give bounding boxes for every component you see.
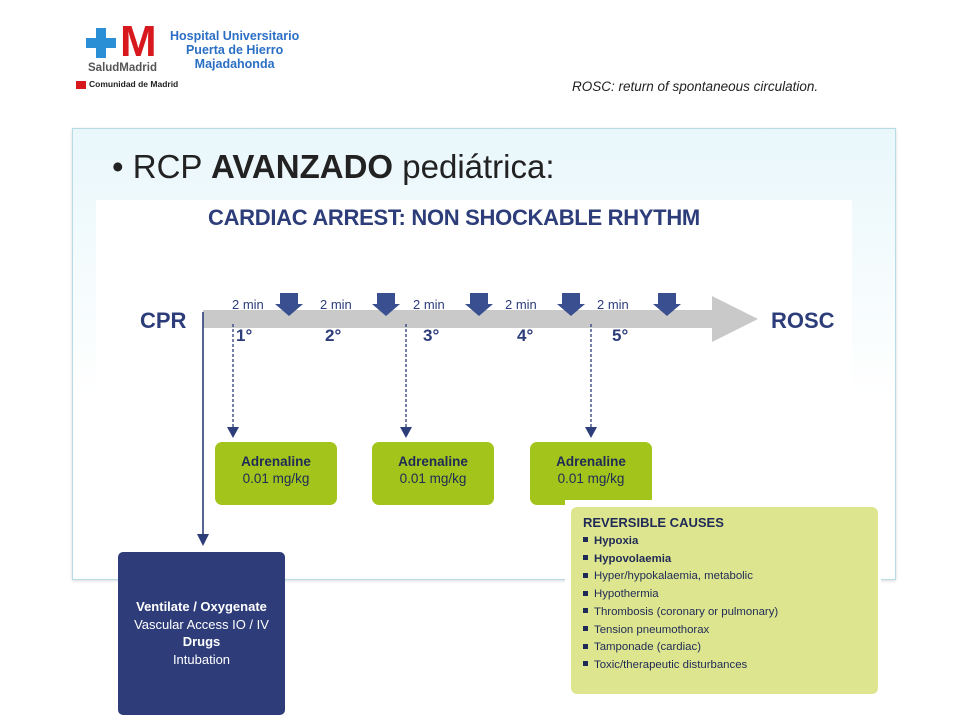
pulse-check-arrow-4 xyxy=(557,293,585,316)
adrenaline-arrowhead-2 xyxy=(400,427,412,438)
timeline-arrowhead xyxy=(712,296,758,342)
cycle-label: 4° xyxy=(517,326,534,345)
adrenaline-title: Adrenaline xyxy=(398,454,468,469)
adrenaline-dose: 0.01 mg/kg xyxy=(242,471,310,486)
bullet-square-icon xyxy=(583,590,588,596)
region-flag-icon xyxy=(76,81,86,89)
interval-label: 2 min xyxy=(597,297,629,312)
support-line3: Drugs xyxy=(182,634,221,649)
cause-text: Thrombosis (coronary or pulmonary) xyxy=(594,605,779,618)
pulse-check-arrow-5 xyxy=(653,293,681,316)
madrid-m-icon: M xyxy=(120,17,157,66)
adrenaline-arrowhead-1 xyxy=(227,427,239,438)
cause-item: Toxic/therapeutic disturbances xyxy=(583,657,866,675)
rosc-label: ROSC xyxy=(771,308,835,333)
hospital-logo: M SaludMadrid Comunidad de Madrid Hospit… xyxy=(74,20,324,94)
cross-icon xyxy=(86,28,116,58)
bullet-square-icon xyxy=(583,661,588,667)
support-line4: Intubation xyxy=(172,652,231,667)
hospital-name-line1: Hospital Universitario xyxy=(170,29,300,43)
cycle-label: 1° xyxy=(236,326,253,345)
cause-text: Toxic/therapeutic disturbances xyxy=(594,658,748,671)
cause-item: Tamponade (cardiac) xyxy=(583,639,866,657)
cause-text: Tension pneumothorax xyxy=(594,623,710,636)
bullet-square-icon xyxy=(583,572,588,578)
cpr-label: CPR xyxy=(140,308,187,333)
adrenaline-title: Adrenaline xyxy=(556,454,626,469)
pulse-check-arrow-2 xyxy=(372,293,400,316)
cpr-support-arrowhead xyxy=(197,534,209,546)
cause-text: Hypothermia xyxy=(594,588,659,601)
support-box: Ventilate / Oxygenate Vascular Access IO… xyxy=(118,552,285,715)
support-line2: Vascular Access IO / IV xyxy=(134,617,269,632)
bullet-square-icon xyxy=(583,555,588,561)
bullet-suffix: pediátrica: xyxy=(393,148,555,185)
pulse-check-arrow-3 xyxy=(465,293,493,316)
cycle-label: 5° xyxy=(612,326,629,345)
interval-label: 2 min xyxy=(232,297,264,312)
interval-label: 2 min xyxy=(413,297,445,312)
logo-brand: SaludMadrid xyxy=(88,62,158,74)
adrenaline-box: Adrenaline 0.01 mg/kg xyxy=(530,442,652,505)
cause-item: Tension pneumothorax xyxy=(583,622,866,640)
cause-item: Hyper/hypokalaemia, metabolic xyxy=(583,568,866,586)
slide-bullet: • RCP AVANZADO pediátrica: xyxy=(112,148,555,185)
adrenaline-title: Adrenaline xyxy=(241,454,311,469)
reversible-causes-title: REVERSIBLE CAUSES xyxy=(583,515,724,530)
adrenaline-arrowhead-3 xyxy=(585,427,597,438)
cause-text: Hyper/hypokalaemia, metabolic xyxy=(594,570,753,583)
adrenaline-dose: 0.01 mg/kg xyxy=(399,471,467,486)
cause-text: Hypovolaemia xyxy=(594,552,672,565)
adrenaline-box: Adrenaline 0.01 mg/kg xyxy=(215,442,337,505)
hospital-name: Hospital Universitario Puerta de Hierro … xyxy=(170,29,299,71)
adrenaline-dose: 0.01 mg/kg xyxy=(557,471,625,486)
bullet-square-icon xyxy=(583,643,588,649)
bullet-prefix: RCP xyxy=(132,148,211,185)
interval-label: 2 min xyxy=(320,297,352,312)
hospital-name-line2: Puerta de Hierro xyxy=(185,43,284,57)
reversible-causes-box: REVERSIBLE CAUSES Hypoxia Hypovolaemia H… xyxy=(571,507,878,694)
bullet-square-icon xyxy=(583,626,588,631)
diagram-title: CARDIAC ARREST: NON SHOCKABLE RHYTHM xyxy=(208,205,700,230)
cause-item: Hypoxia xyxy=(583,533,866,551)
cause-item: Hypovolaemia xyxy=(583,551,866,569)
cause-text: Tamponade (cardiac) xyxy=(594,641,701,654)
bullet-square-icon xyxy=(583,608,588,614)
cycle-label: 3° xyxy=(423,326,440,345)
cause-text: Hypoxia xyxy=(594,535,639,547)
bullet-square-icon xyxy=(583,537,588,543)
bullet-bold: AVANZADO xyxy=(210,148,394,185)
pulse-check-arrows xyxy=(275,293,681,316)
interval-label: 2 min xyxy=(505,297,537,312)
rosc-footnote: ROSC: return of spontaneous circulation. xyxy=(572,79,819,94)
adrenaline-box: Adrenaline 0.01 mg/kg xyxy=(372,442,494,505)
timeline-bar xyxy=(203,310,715,328)
cause-item: Thrombosis (coronary or pulmonary) xyxy=(583,604,866,622)
cycle-label: 2° xyxy=(325,326,342,345)
support-line1: Ventilate / Oxygenate xyxy=(136,599,267,614)
cause-item: Hypothermia xyxy=(583,586,866,604)
logo-region: Comunidad de Madrid xyxy=(89,79,179,89)
pulse-check-arrow-1 xyxy=(275,293,303,316)
hospital-name-line3: Majadahonda xyxy=(194,57,275,71)
